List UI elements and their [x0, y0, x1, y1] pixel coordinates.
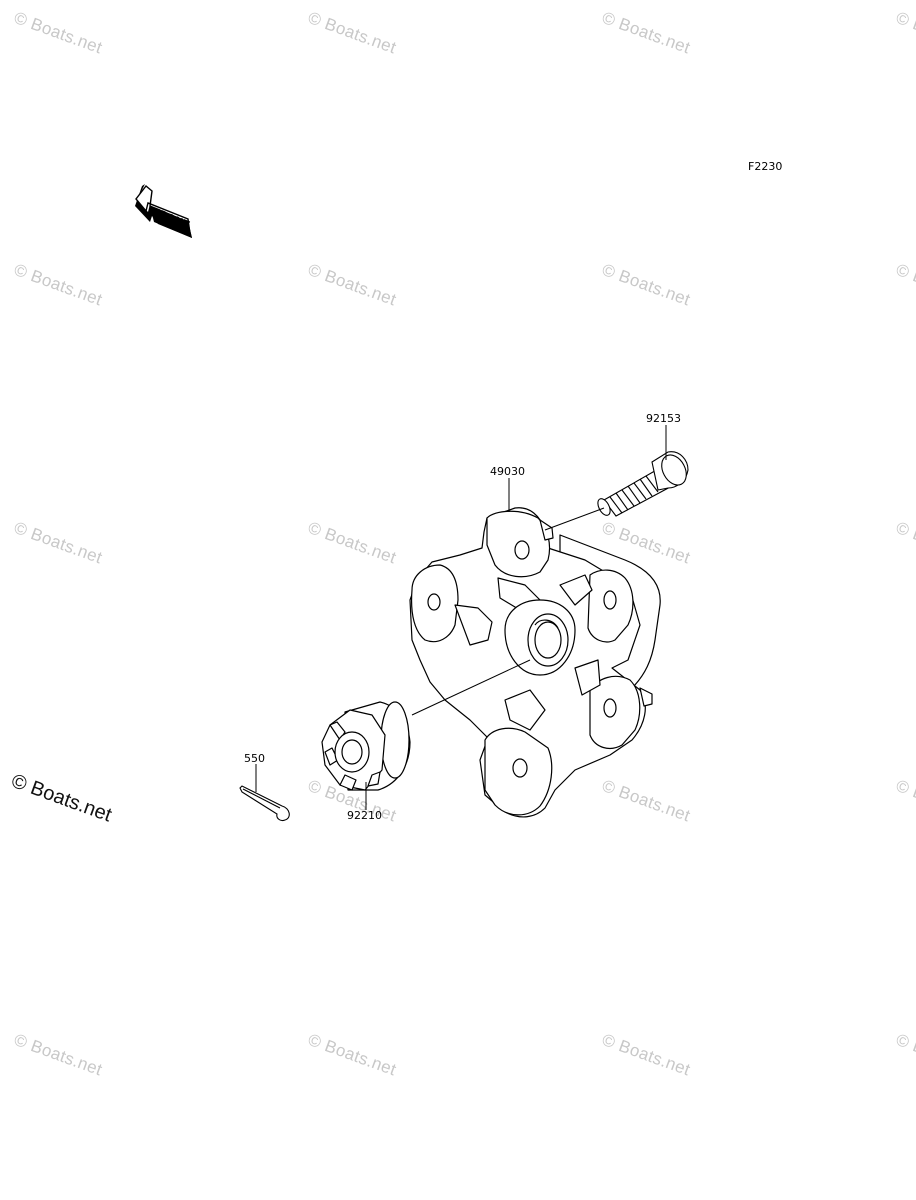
part-number-label: 550	[244, 752, 265, 765]
assembly-line-nut	[411, 659, 531, 716]
castle-nut-92210	[321, 701, 411, 791]
figure-code: F2230	[748, 160, 782, 173]
part-number-label: 92153	[646, 412, 681, 425]
assembly-line-bolt	[544, 507, 605, 531]
part-number-label: 49030	[490, 465, 525, 478]
part-number-label: 92210	[347, 809, 382, 822]
hub-bolt-92153	[597, 451, 689, 517]
front-arrow-icon: FRONT	[135, 184, 192, 238]
wheel-hub-49030	[409, 507, 661, 818]
cotter-pin-550	[239, 785, 290, 822]
